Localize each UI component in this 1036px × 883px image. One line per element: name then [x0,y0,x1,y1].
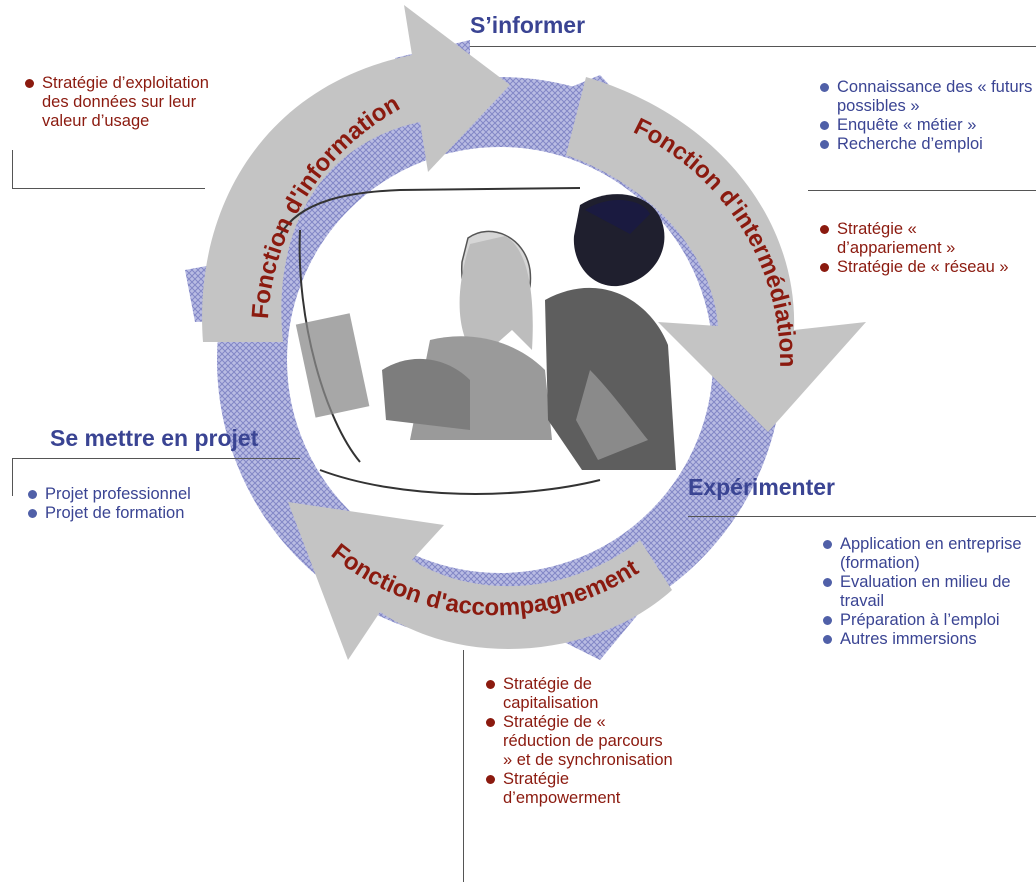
list-item: Projet professionnel [25,485,285,504]
list-accompagnement-strategies: Stratégie de capitalisation Stratégie de… [483,675,673,808]
rule-information-horizontal [12,188,205,189]
list-item: Stratégie de « réduction de parcours » e… [483,713,673,770]
rule-informer-items [808,190,1036,191]
phase-title-informer: S’informer [470,12,586,38]
list-item: Préparation à l’emploi [820,611,1034,630]
rule-experimenter [688,516,1036,517]
list-item: Stratégie d’exploitation des données sur… [22,74,222,131]
arrow-intermediation [566,77,866,432]
rule-accompagnement-vertical [463,650,464,882]
list-item: Recherche d’emploi [817,135,1035,154]
list-item: Connaissance des « futurs possibles » [817,78,1035,116]
list-item: Evaluation en milieu de travail [820,573,1034,611]
list-intermediation-strategies: Stratégie « d’appariement » Stratégie de… [817,220,1017,277]
phase-title-projet: Se mettre en projet [50,425,259,451]
list-item: Stratégie de capitalisation [483,675,673,713]
phase-title-experimenter: Expérimenter [688,474,836,500]
list-item: Autres immersions [820,630,1034,649]
list-item: Stratégie « d’appariement » [817,220,1017,258]
rule-informer [470,46,1036,47]
list-item: Projet de formation [25,504,285,523]
list-item: Enquête « métier » [817,116,1035,135]
arrow-accompagnement [288,502,672,660]
meeting-illustration [279,187,676,495]
list-item: Stratégie de « réseau » [817,258,1017,277]
list-item: Application en entreprise (formation) [820,535,1034,573]
rule-information-vertical [12,150,13,188]
list-item: Stratégie d’empowerment [483,770,673,808]
arrow-information [202,5,510,342]
list-information-strategies: Stratégie d’exploitation des données sur… [22,74,222,131]
rule-projet-horizontal [12,458,300,459]
list-informer-items: Connaissance des « futurs possibles » En… [817,78,1035,154]
list-experimenter-items: Application en entreprise (formation) Ev… [820,535,1034,649]
rule-projet-vertical [12,458,13,496]
list-projet-items: Projet professionnel Projet de formation [25,485,285,523]
